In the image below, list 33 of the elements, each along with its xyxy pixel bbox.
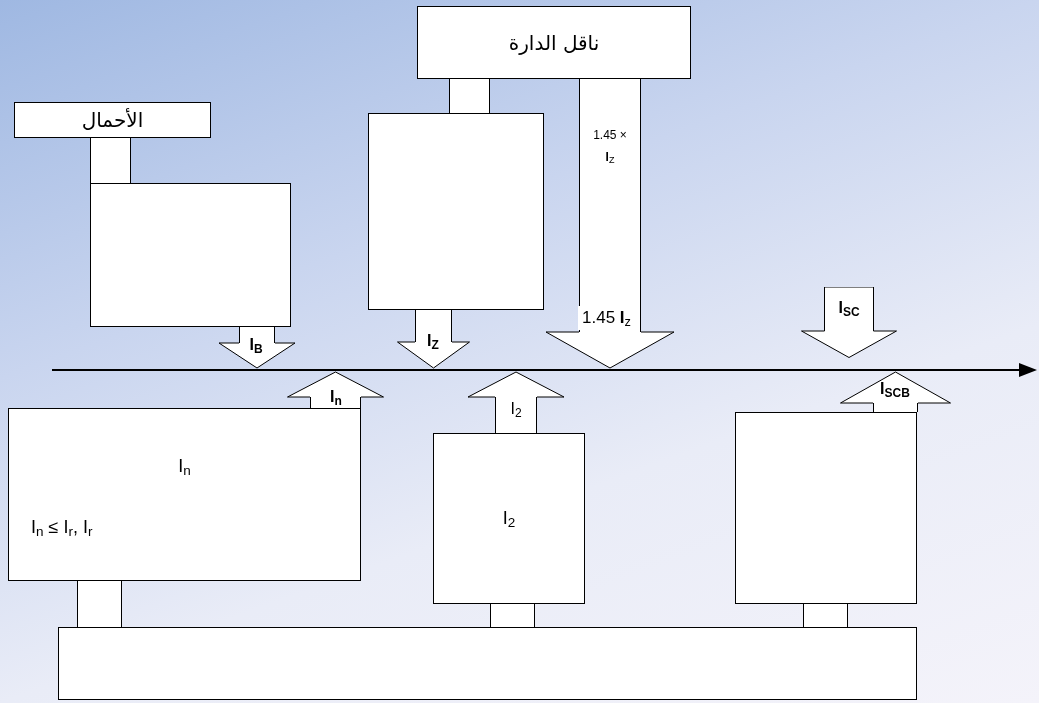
connector-bar xyxy=(490,604,535,627)
box-label: الأحمال xyxy=(81,107,144,134)
connector-bar xyxy=(449,79,490,113)
edge-label: 1.45 × I$_{Z}$ xyxy=(592,127,628,168)
block-arrow xyxy=(545,79,675,369)
edge-label: I$_{Z}$ xyxy=(426,332,440,350)
box xyxy=(735,412,917,604)
box xyxy=(8,408,361,581)
connector-bar xyxy=(77,581,122,627)
block-arrow xyxy=(840,371,951,412)
box xyxy=(90,183,291,327)
edge-label: I$_{n}$ xyxy=(329,388,343,406)
axis-arrow xyxy=(52,362,1037,378)
box xyxy=(417,6,691,79)
box-label: ناقل الدارة xyxy=(508,29,600,57)
box xyxy=(433,433,585,604)
box xyxy=(58,627,917,700)
formula-text: I$_{n}$ ≤ I$_{r}$, I$_{r}$ xyxy=(31,516,93,541)
edge-label: I$_{2}$ xyxy=(509,400,523,418)
block-arrow xyxy=(397,310,470,369)
block-arrow xyxy=(287,371,384,408)
block-arrow xyxy=(467,371,565,433)
edge-label: I$_{B}$ xyxy=(248,336,264,354)
block-arrow xyxy=(218,327,296,369)
box xyxy=(14,102,211,138)
box-label: I$_{2}$ xyxy=(502,507,516,532)
edge-label: I$_{SCB}$ xyxy=(879,380,911,398)
box xyxy=(368,113,544,310)
current-label: I$_{SC}$ xyxy=(837,299,861,317)
block-arrow xyxy=(801,287,897,358)
connector-bar xyxy=(90,138,131,183)
formula-text: I$_{n}$ xyxy=(178,455,191,480)
connector-bar xyxy=(803,604,848,627)
